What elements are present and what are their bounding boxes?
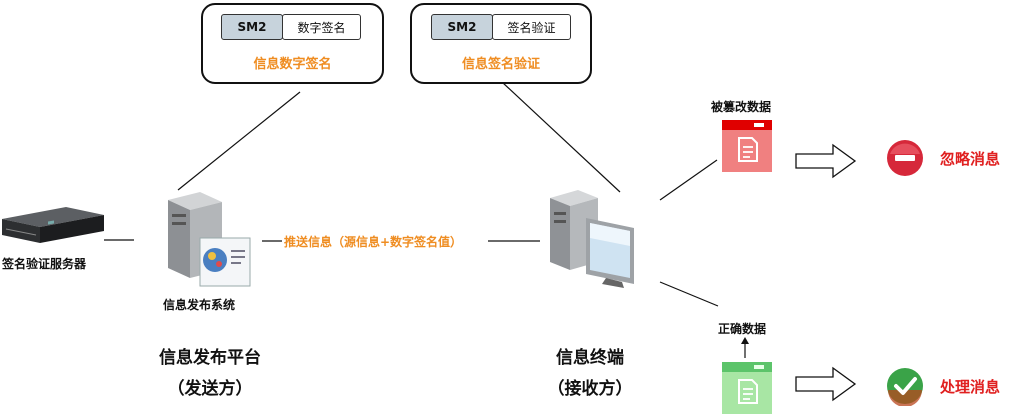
terminal-subtitle: （接收方） [547,379,633,399]
verify-panel: SM2 签名验证 信息签名验证 [410,3,592,84]
rack-server-icon [2,207,104,243]
server-label: 签名验证服务器 [2,257,87,271]
sign-op-tag: 数字签名 [282,14,361,40]
verify-panel-caption: 信息签名验证 [461,57,540,72]
correct-link [659,281,719,307]
process-check-icon [887,368,923,406]
sign-panel-link [177,91,301,191]
correct-arrow-icon [795,366,857,402]
correct-data-label: 正确数据 [718,322,767,336]
up-arrow-head [741,337,749,344]
terminal-title: 信息终端 [556,348,624,368]
verify-op-tag: 签名验证 [492,14,571,40]
tampered-data-label: 被篡改数据 [711,100,772,114]
sign-panel: SM2 数字签名 信息数字签名 [201,3,384,84]
tampered-arrow-icon [795,143,857,179]
ignore-minus-icon [887,140,923,176]
platform-subtitle: （发送方） [167,379,253,399]
sign-algo-tag: SM2 [221,14,283,40]
process-message-label: 处理消息 [940,378,1001,396]
verify-panel-link [501,81,621,193]
correct-document-icon [722,362,772,414]
publisher-label: 信息发布系统 [163,298,236,312]
ignore-message-label: 忽略消息 [940,150,1001,168]
platform-title: 信息发布平台 [159,348,261,368]
publisher-system-icon [168,192,251,287]
verify-algo-tag: SM2 [431,14,493,40]
terminal-computer-icon [550,190,634,288]
tampered-link [659,159,718,201]
sign-panel-caption: 信息数字签名 [253,57,332,72]
tampered-document-icon [722,120,772,172]
push-label: 推送信息（源信息+数字签名值） [284,235,463,249]
